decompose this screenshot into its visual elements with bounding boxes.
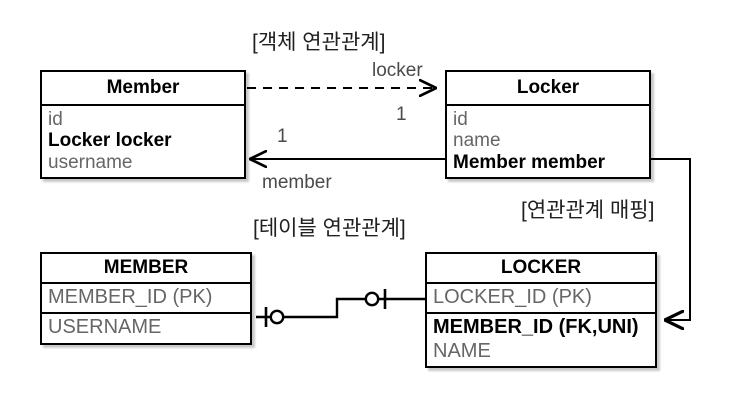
- edge-member-table-to-locker-table: [256, 289, 425, 327]
- edge-label-locker: locker: [372, 60, 423, 81]
- edge-label-member: member: [262, 172, 332, 193]
- entity-name-locker: Locker: [447, 72, 649, 106]
- attribute-row: Locker locker: [48, 130, 172, 152]
- multiplicity-label-member: 1: [277, 126, 288, 147]
- table-column-group: USERNAME: [42, 312, 250, 342]
- attribute-row: id: [453, 109, 468, 130]
- table-row: MEMBER_ID (PK): [48, 286, 213, 308]
- entity-attributes-member: id Locker locker username: [42, 106, 244, 177]
- entity-box-member[interactable]: Member id Locker locker username: [40, 70, 246, 180]
- attribute-row: Member member: [453, 151, 606, 173]
- multiplicity-label-locker: 1: [396, 104, 407, 125]
- table-column-group: MEMBER_ID (FK,UNI) NAME: [427, 312, 655, 366]
- table-row: USERNAME: [48, 316, 162, 339]
- attribute-row: username: [48, 151, 133, 173]
- attribute-row: name: [453, 130, 501, 152]
- table-name-member: MEMBER: [42, 254, 250, 284]
- entity-attributes-locker: id name Member member: [447, 106, 649, 177]
- section-label-object-association: [객체 연관관계]: [252, 31, 386, 54]
- section-label-mapping: [연관관계 매핑]: [521, 199, 655, 222]
- table-row: LOCKER_ID (PK): [433, 286, 592, 308]
- table-box-locker[interactable]: LOCKER LOCKER_ID (PK) MEMBER_ID (FK,UNI)…: [425, 252, 657, 369]
- table-box-member[interactable]: MEMBER MEMBER_ID (PK) USERNAME: [40, 252, 252, 345]
- table-column-group: LOCKER_ID (PK): [427, 284, 655, 312]
- entity-name-member: Member: [42, 72, 244, 106]
- entity-box-locker[interactable]: Locker id name Member member: [445, 70, 651, 180]
- table-row: MEMBER_ID (FK,UNI): [433, 316, 639, 339]
- table-row: NAME: [433, 339, 491, 362]
- table-name-locker: LOCKER: [427, 254, 655, 284]
- section-label-table-association: [테이블 연관관계]: [253, 217, 406, 240]
- table-column-group: MEMBER_ID (PK): [42, 284, 250, 312]
- attribute-row: id: [48, 109, 63, 130]
